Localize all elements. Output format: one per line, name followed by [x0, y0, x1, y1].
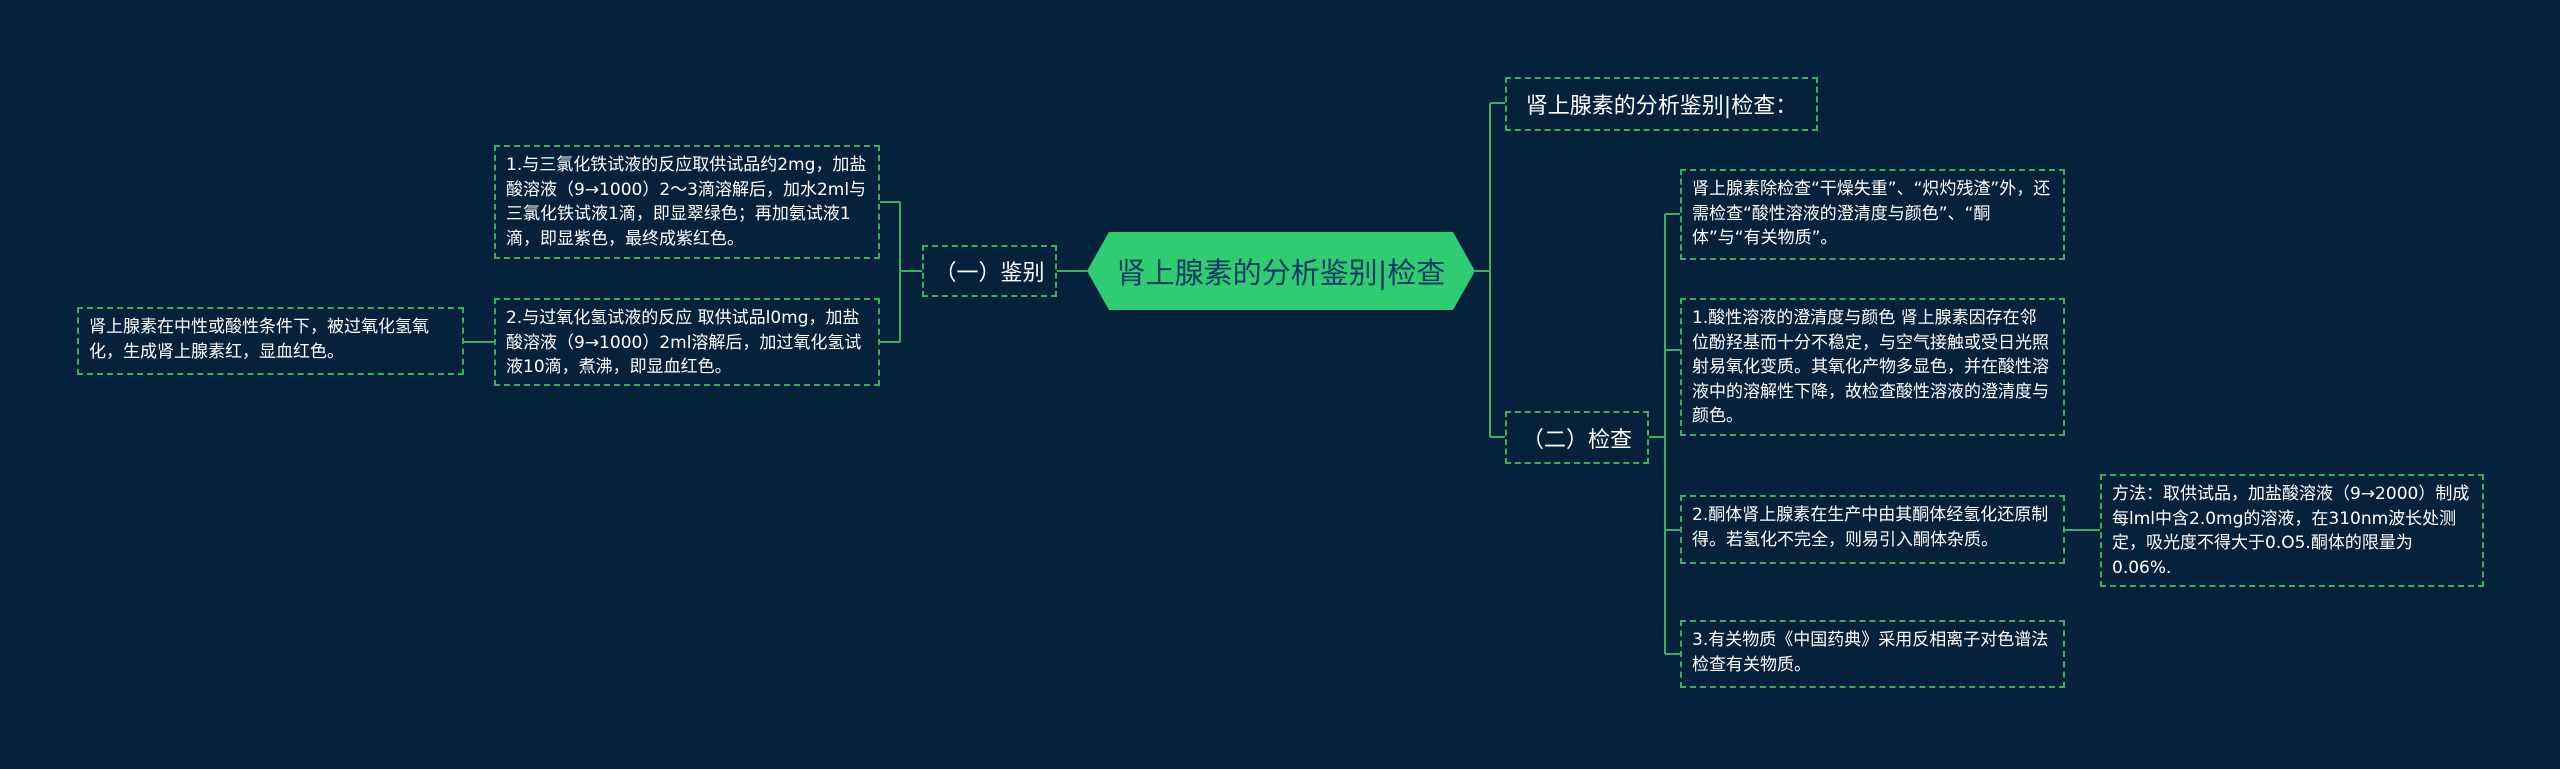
identification-note-text: 肾上腺素在中性或酸性条件下，被过氧化氢氧化，生成肾上腺素红，显血红色。: [89, 317, 429, 362]
inspection-item-related-substances[interactable]: 3.有关物质《中国药典》采用反相离子对色谱法检查有关物质。: [1680, 620, 2065, 688]
inspection-intro-text: 肾上腺素除检查“干燥失重”、“炽灼残渣”外，还需检查“酸性溶液的澄清度与颜色”、…: [1692, 179, 2051, 248]
root-topic[interactable]: 肾上腺素的分析鉴别|检查: [1087, 232, 1475, 310]
identification-note[interactable]: 肾上腺素在中性或酸性条件下，被过氧化氢氧化，生成肾上腺素红，显血红色。: [77, 307, 464, 375]
identification-item-text: 1.与三氯化铁试液的反应取供试品约2mg，加盐酸溶液（9→1000）2～3滴溶解…: [506, 155, 867, 249]
identification-item-hydrogen-peroxide[interactable]: 2.与过氧化氢试液的反应 取供试品l0mg，加盐酸溶液（9→1000）2ml溶解…: [494, 298, 880, 386]
inspection-item-text: 2.酮体肾上腺素在生产中由其酮体经氢化还原制得。若氢化不完全，则易引入酮体杂质。: [1692, 505, 2049, 550]
branch-inspection[interactable]: （二）检查: [1505, 411, 1649, 464]
ketone-method-text: 方法：取供试品，加盐酸溶液（9→2000）制成每lml中含2.0mg的溶液，在3…: [2112, 484, 2470, 578]
inspection-item-ketone[interactable]: 2.酮体肾上腺素在生产中由其酮体经氢化还原制得。若氢化不完全，则易引入酮体杂质。: [1680, 495, 2065, 564]
top-heading-node[interactable]: 肾上腺素的分析鉴别|检查：: [1505, 77, 1818, 131]
inspection-intro[interactable]: 肾上腺素除检查“干燥失重”、“炽灼残渣”外，还需检查“酸性溶液的澄清度与颜色”、…: [1680, 169, 2065, 260]
ketone-method-note[interactable]: 方法：取供试品，加盐酸溶液（9→2000）制成每lml中含2.0mg的溶液，在3…: [2100, 474, 2484, 587]
identification-item-text: 2.与过氧化氢试液的反应 取供试品l0mg，加盐酸溶液（9→1000）2ml溶解…: [506, 308, 862, 377]
identification-item-ferric-chloride[interactable]: 1.与三氯化铁试液的反应取供试品约2mg，加盐酸溶液（9→1000）2～3滴溶解…: [494, 145, 880, 259]
inspection-item-acid-clarity[interactable]: 1.酸性溶液的澄清度与颜色 肾上腺素因存在邻位酚羟基而十分不稳定，与空气接触或受…: [1680, 298, 2065, 436]
inspection-item-text: 3.有关物质《中国药典》采用反相离子对色谱法检查有关物质。: [1692, 630, 2049, 675]
inspection-item-text: 1.酸性溶液的澄清度与颜色 肾上腺素因存在邻位酚羟基而十分不稳定，与空气接触或受…: [1692, 308, 2049, 426]
branch-identification[interactable]: （一）鉴别: [922, 245, 1057, 297]
